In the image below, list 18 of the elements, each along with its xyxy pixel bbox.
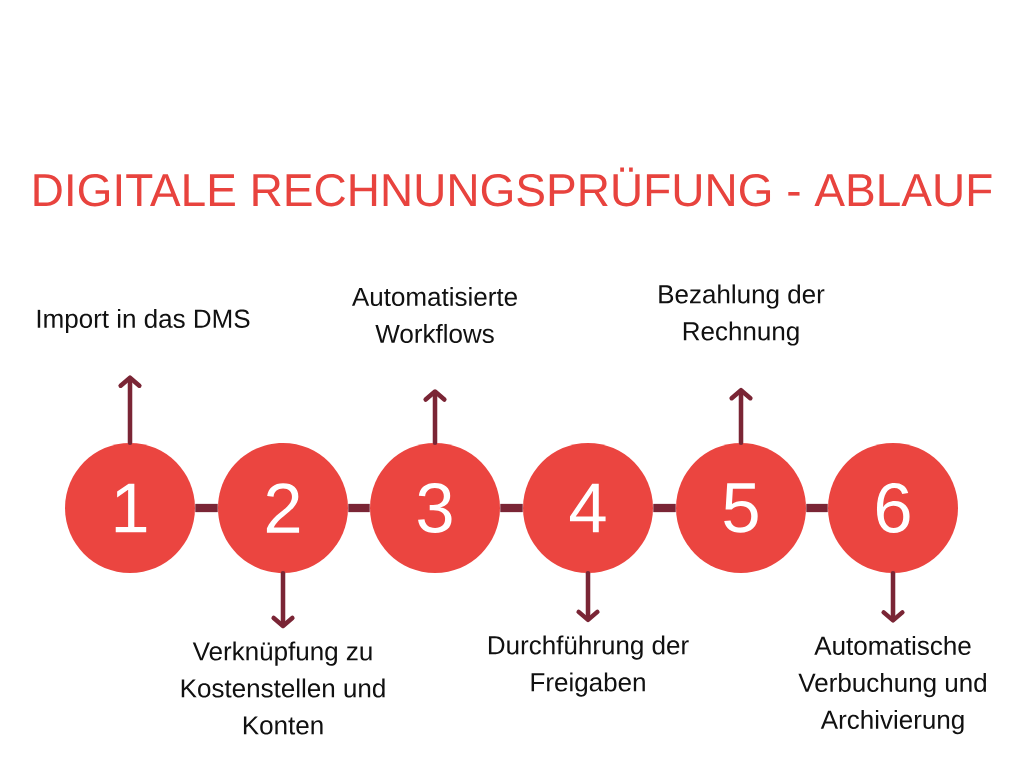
connector-line (195, 503, 218, 513)
title: DIGITALE RECHNUNGSPRÜFUNG - ABLAUF (34, 167, 992, 207)
connector-line (500, 503, 523, 513)
connector-line (653, 503, 676, 513)
step-text: Import in das DMS (37, 308, 250, 334)
step-text: Verknüpfung zu Kostenstellen und Konten (181, 641, 385, 735)
connector-line (348, 503, 370, 513)
arrow (881, 571, 905, 623)
connector-line (806, 503, 828, 513)
arrow (729, 387, 753, 445)
step-text: Bezahlung der Rechnung (659, 284, 825, 346)
arrow (423, 389, 447, 445)
arrow (271, 571, 295, 629)
step-text: Automatisierte Workflows (351, 286, 517, 344)
arrow (576, 571, 600, 623)
step-text: Durchführung der Freigaben (488, 635, 689, 697)
arrow (118, 375, 142, 445)
step-text: Automatische Verbuchung und Archivierung (798, 635, 986, 735)
